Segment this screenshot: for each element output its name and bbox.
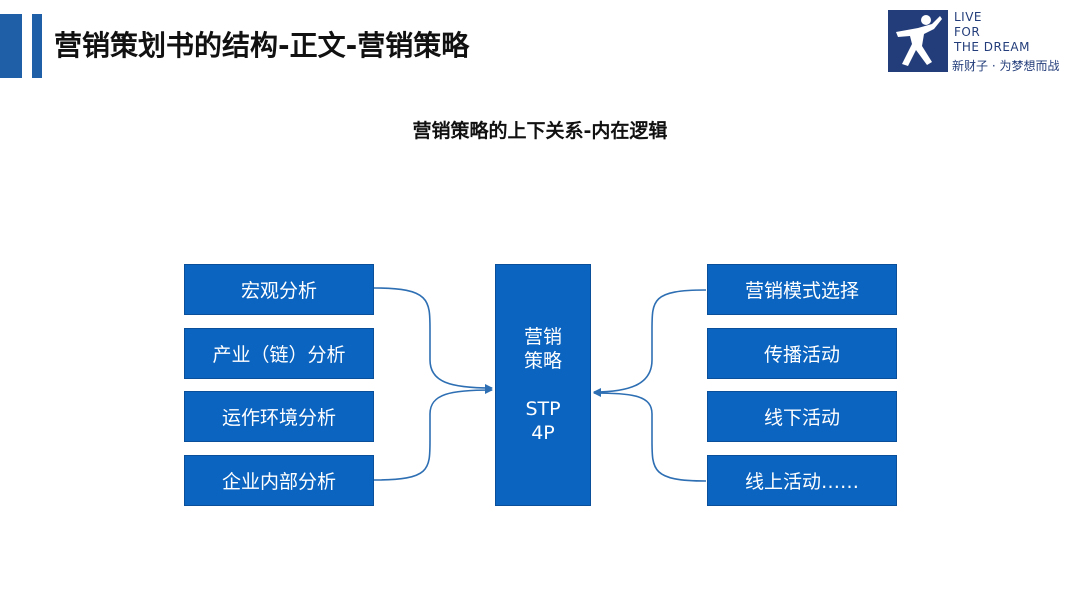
right-box-marketing-model: 营销模式选择 xyxy=(707,264,897,315)
connector-right-bottom xyxy=(593,389,707,482)
left-box-internal-analysis: 企业内部分析 xyxy=(184,455,374,506)
center-box-line-1: 营销 xyxy=(523,326,562,348)
left-box-industry-analysis: 产业（链）分析 xyxy=(184,328,374,379)
logo-text-line-1: LIVE xyxy=(954,10,983,24)
page-title: 营销策划书的结构-正文-营销策略 xyxy=(54,29,470,62)
title-accent-bar-thin xyxy=(32,14,42,78)
center-box-marketing-strategy: 营销 策略 STP 4P xyxy=(495,264,591,506)
center-box-line-3: STP xyxy=(525,398,561,420)
connector-left-top xyxy=(373,287,493,392)
center-box-line-2: 策略 xyxy=(523,350,562,372)
right-box-online-activities: 线上活动…… xyxy=(707,455,897,506)
connector-left-bottom xyxy=(373,386,493,481)
runner-logo-icon xyxy=(888,10,948,72)
right-box-offline-activities: 线下活动 xyxy=(707,391,897,442)
diagram-title: 营销策略的上下关系-内在逻辑 xyxy=(412,120,668,142)
left-box-macro-analysis: 宏观分析 xyxy=(184,264,374,315)
center-box-line-4: 4P xyxy=(531,422,555,444)
logo-slogan: 新财子 · 为梦想而战 xyxy=(952,59,1060,73)
right-box-communication: 传播活动 xyxy=(707,328,897,379)
left-box-operating-environment: 运作环境分析 xyxy=(184,391,374,442)
connector-right-top xyxy=(593,289,707,396)
logo-text-line-3: THE DREAM xyxy=(954,40,1030,54)
brand-logo: LIVE FOR THE DREAM 新财子 · 为梦想而战 xyxy=(888,10,1078,74)
logo-text-line-2: FOR xyxy=(954,25,981,39)
title-accent-bar xyxy=(0,14,22,78)
